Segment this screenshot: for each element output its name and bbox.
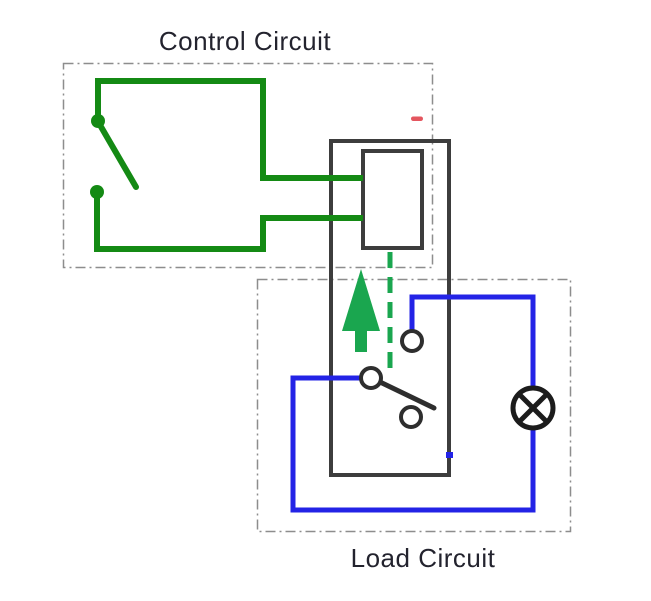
relay-contact-blade	[377, 379, 437, 411]
control-switch-blade	[97, 122, 139, 190]
lamp-cross-line-2	[516, 391, 550, 425]
load-circuit-label: Load Circuit	[351, 543, 496, 573]
lamp-icon	[510, 385, 556, 431]
control-circuit-label: Control Circuit	[159, 26, 331, 56]
relay-coil-box	[361, 149, 424, 250]
relay-contact-no-terminal	[400, 329, 424, 353]
switch-terminal-dot-bottom	[90, 185, 104, 199]
control-wire-upper	[95, 78, 363, 181]
relay-body-box	[329, 139, 451, 477]
actuation-up-arrow-icon	[342, 269, 380, 352]
relay-contact-nc-terminal	[399, 405, 423, 429]
load-wire-path	[290, 294, 536, 513]
load-circuit-boundary	[256, 278, 572, 533]
control-circuit-boundary	[62, 62, 434, 269]
relay-contact-common-terminal	[359, 366, 383, 390]
control-wire-lower	[94, 192, 363, 252]
polarity-minus-mark	[411, 116, 423, 121]
wire-junction-mark	[446, 452, 453, 458]
